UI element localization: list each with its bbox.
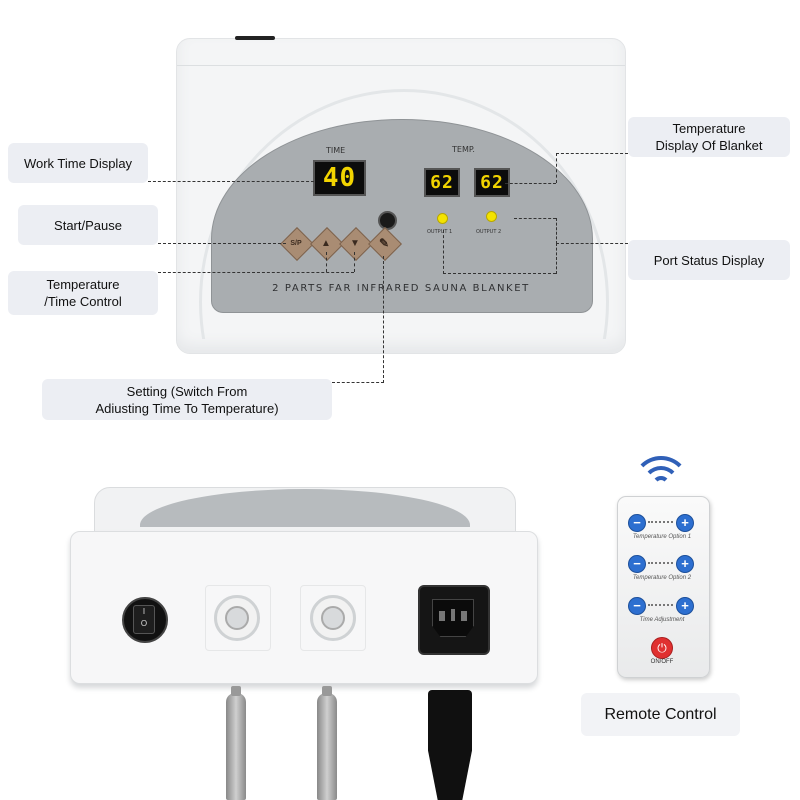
callout-port-status: Port Status Display — [628, 240, 790, 280]
remote-dots-2 — [648, 562, 673, 564]
callout-setting: Setting (Switch From Adiusting Time To T… — [42, 379, 332, 420]
din-plug-1-tip — [231, 686, 241, 696]
callout-setting-line2: Adiusting Time To Temperature) — [95, 400, 279, 416]
up-arrow-icon: ▲ — [321, 237, 331, 249]
time-adjust-plus-button[interactable]: + — [676, 597, 694, 615]
din-plug-2 — [317, 693, 337, 800]
time-label: TIME — [326, 146, 346, 155]
callout-remote-control: Remote Control — [581, 693, 740, 736]
remote-label-option1: Temperature Option 1 — [632, 534, 692, 540]
temp1-value: 62 — [430, 172, 454, 193]
port-frame-2 — [300, 585, 366, 651]
down-arrow-icon: ▼ — [350, 237, 360, 249]
time-adjust-minus-button[interactable]: − — [628, 597, 646, 615]
box-top-edge — [177, 65, 625, 66]
temp2-value: 62 — [480, 172, 504, 193]
callout-work-time-text: Work Time Display — [23, 155, 133, 171]
temp-option2-minus-button[interactable]: − — [628, 555, 646, 573]
leader-temp-time-v1 — [326, 252, 327, 272]
leader-temp-display-v1 — [556, 153, 557, 183]
leader-port-status-v1 — [556, 218, 557, 244]
leader-start-pause — [158, 243, 286, 244]
remote-label-power: ON/OFF — [650, 659, 674, 665]
callout-temp-time-line2: /Time Control — [44, 294, 122, 309]
port-frame-1 — [205, 585, 271, 651]
wrench-icon: ✎ — [378, 236, 390, 250]
socket-pin-r — [461, 611, 467, 621]
temp-option1-minus-button[interactable]: − — [628, 514, 646, 532]
output2-led — [486, 211, 497, 222]
leader-temp-time-v2 — [354, 252, 355, 272]
signal-arc-outer — [632, 456, 688, 492]
din-plug-1 — [226, 693, 246, 800]
callout-port-status-text: Port Status Display — [653, 252, 765, 268]
temp-display-2: 62 — [474, 168, 510, 197]
callout-temp-time-line1: Temperature — [46, 277, 120, 292]
callout-setting-line1: Setting (Switch From — [126, 383, 248, 399]
power-icon: ⏻ — [657, 641, 667, 655]
temp-label: TEMP. — [452, 145, 475, 154]
time-value: 40 — [322, 163, 357, 193]
callout-temp-display-line2: Display Of Blanket — [655, 138, 763, 153]
leader-temp-display-h2 — [505, 183, 556, 184]
temp-display-1: 62 — [424, 168, 460, 197]
power-socket[interactable] — [418, 585, 490, 655]
control-panel-face — [211, 119, 593, 313]
leader-port-status-v3 — [556, 243, 557, 274]
product-name: 2 PARTS FAR INFRARED SAUNA BLANKET — [272, 283, 530, 294]
din-plug-2-tip — [322, 686, 332, 696]
control-box-front — [176, 36, 626, 354]
output1-label: OUTPUT 1 — [427, 229, 453, 235]
temp-option2-plus-button[interactable]: + — [676, 555, 694, 573]
output1-led — [437, 213, 448, 224]
remote-dots-3 — [648, 604, 673, 606]
leader-port-status-h2 — [514, 218, 556, 219]
callout-remote-control-text: Remote Control — [604, 706, 717, 723]
socket-pin-m — [451, 609, 455, 621]
leader-port-status-h1 — [556, 243, 628, 244]
temp-option1-plus-button[interactable]: + — [676, 514, 694, 532]
callout-work-time: Work Time Display — [8, 143, 148, 183]
remote-label-option2: Temperature Option 2 — [632, 575, 692, 581]
callout-start-pause: Start/Pause — [18, 205, 158, 245]
leader-port-status-v2 — [443, 230, 444, 274]
top-strip — [235, 36, 275, 40]
signal-icon — [632, 452, 688, 492]
iec-plug — [428, 690, 472, 800]
callout-temp-display-line1: Temperature — [672, 121, 746, 136]
output2-label: OUTPUT 2 — [476, 229, 502, 235]
remote-dots-1 — [648, 521, 673, 523]
callout-temp-time-control: Temperature /Time Control — [8, 271, 158, 315]
leader-port-status-h3 — [443, 273, 556, 274]
leader-work-time — [148, 181, 314, 182]
time-display: 40 — [313, 160, 366, 196]
signal-arc-inner — [652, 476, 670, 492]
socket-pin-l — [439, 611, 445, 621]
leader-setting-h — [332, 382, 384, 383]
leader-temp-time-h — [158, 272, 354, 273]
remote-label-time: Time Adjustment — [639, 617, 685, 623]
start-pause-label: S/P — [290, 239, 302, 247]
ir-receiver — [378, 211, 397, 230]
leader-temp-display-h1 — [556, 153, 628, 154]
din-socket-1 — [225, 606, 249, 630]
callout-temp-display: Temperature Display Of Blanket — [628, 117, 790, 157]
remote-power-button[interactable]: ⏻ — [651, 637, 673, 659]
signal-arc-mid — [642, 466, 680, 492]
callout-start-pause-text: Start/Pause — [54, 217, 122, 233]
leader-setting-v — [383, 256, 384, 383]
output-port-1[interactable] — [214, 595, 260, 641]
din-socket-2 — [321, 606, 345, 630]
output-port-2[interactable] — [310, 595, 356, 641]
